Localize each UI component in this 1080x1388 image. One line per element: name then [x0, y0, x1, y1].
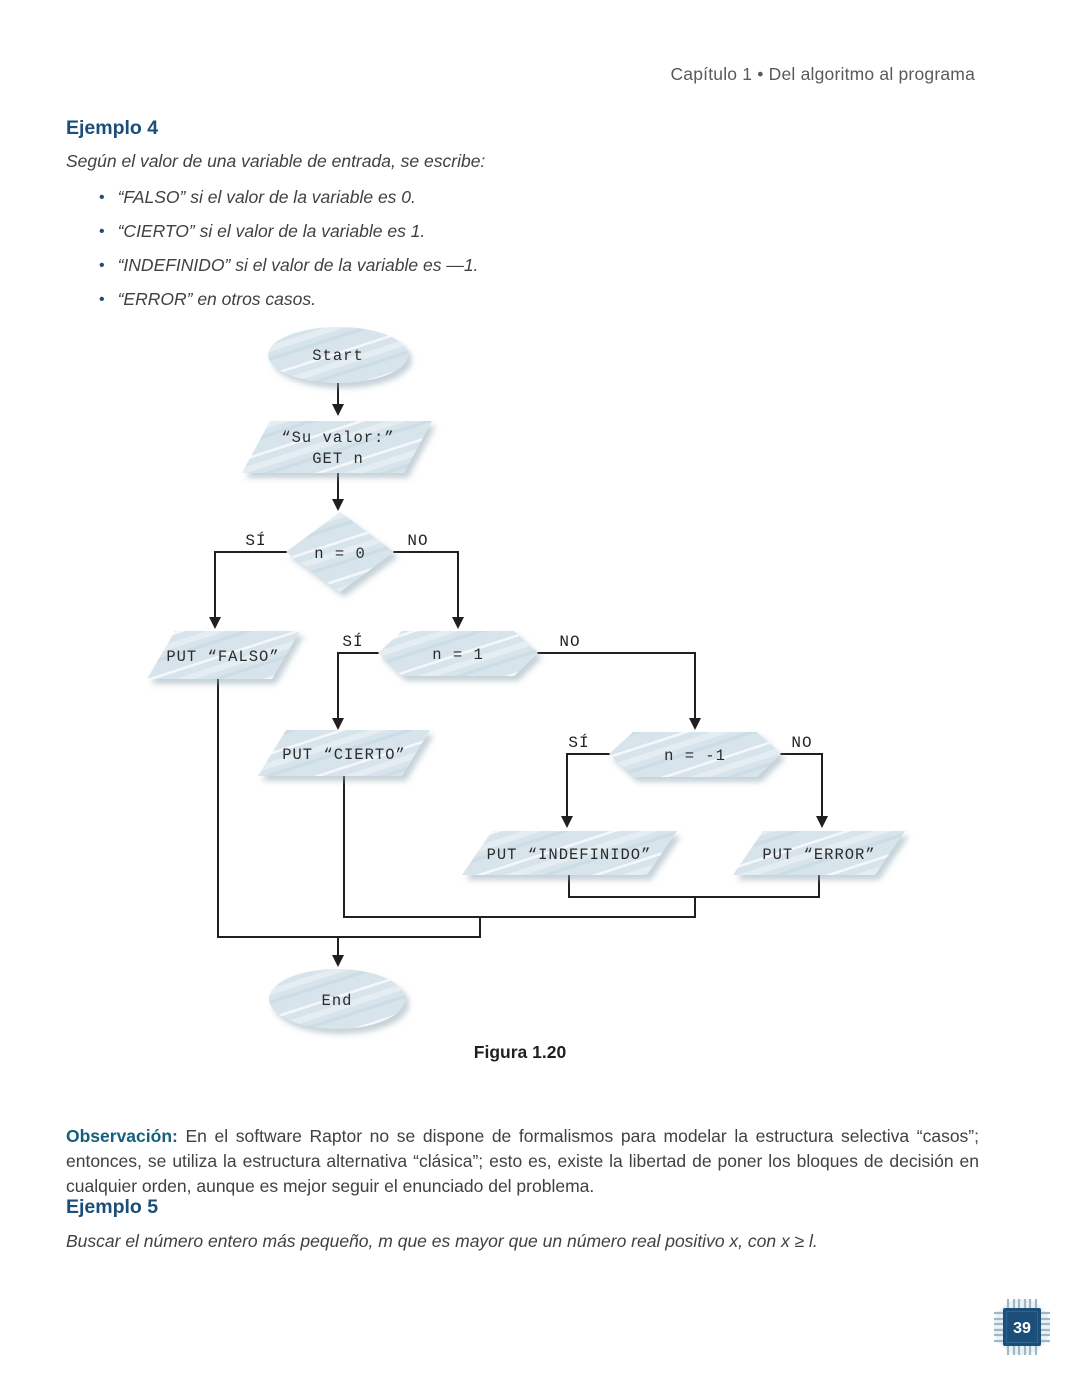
- arrow-heads: [209, 404, 828, 967]
- example5-title: Ejemplo 5: [66, 1196, 159, 1218]
- start-node: [268, 327, 408, 383]
- put-indefinido-label: PUT “INDEFINIDO”: [487, 846, 652, 864]
- no-branch-label: NO: [559, 633, 580, 651]
- arrow-icon: [332, 955, 344, 967]
- bullet-text: “INDEFINIDO” si el valor de la variable …: [117, 254, 479, 275]
- bullet-icon: •: [99, 189, 105, 206]
- decision-n-equals-1: [378, 631, 538, 676]
- observation-paragraph: Observación: En el software Raptor no se…: [66, 1124, 979, 1199]
- yes-branch-label: SÍ: [245, 531, 266, 550]
- example4-bullet-list: • “FALSO” si el valor de la variable es …: [99, 187, 478, 323]
- put-falso-node: [147, 631, 300, 679]
- list-item: • “CIERTO” si el valor de la variable es…: [99, 221, 478, 243]
- yes-branch-label: SÍ: [568, 733, 589, 752]
- no-branch-label: NO: [791, 734, 812, 752]
- put-falso-label: PUT “FALSO”: [166, 648, 279, 666]
- bullet-icon: •: [99, 290, 105, 308]
- list-item: • “INDEFINIDO” si el valor de la variabl…: [99, 255, 478, 277]
- bullet-text: “CIERTO” si el valor de la variable es 1…: [117, 220, 426, 241]
- yes-branch-label: SÍ: [342, 632, 363, 651]
- page-number-chip: 39: [994, 1299, 1050, 1355]
- arrow-icon: [332, 499, 344, 511]
- put-error-label: PUT “ERROR”: [762, 846, 875, 864]
- arrow-icon: [561, 816, 573, 828]
- observation-label: Observación:: [66, 1126, 178, 1146]
- put-indefinido-node: [462, 831, 677, 875]
- put-error-node: [733, 831, 905, 875]
- arrow-icon: [332, 718, 344, 730]
- decision3-label: n = -1: [664, 747, 726, 765]
- flow-connector-lines: [214, 382, 823, 956]
- put-cierto-label: PUT “CIERTO”: [282, 746, 406, 764]
- page-number: 39: [1013, 1320, 1031, 1337]
- arrow-icon: [452, 617, 464, 629]
- chip-body: [1003, 1308, 1041, 1346]
- bullet-text: “FALSO” si el valor de la variable es 0.: [117, 187, 416, 207]
- arrow-icon: [332, 404, 344, 416]
- example4-intro: Según el valor de una variable de entrad…: [66, 151, 486, 171]
- chip-pins-icon: [994, 1299, 1050, 1355]
- decision-n-equals-0: [286, 512, 394, 592]
- end-node-label: End: [322, 992, 353, 1010]
- decision1-label: n = 0: [314, 545, 366, 563]
- arrow-icon: [816, 816, 828, 828]
- input-node-line1: “Su valor:”: [281, 429, 394, 447]
- chapter-header: Capítulo 1 • Del algoritmo al programa: [670, 64, 975, 84]
- list-item: • “FALSO” si el valor de la variable es …: [99, 187, 478, 209]
- decision-n-equals-minus1: [609, 732, 781, 777]
- example5-text: Buscar el número entero más pequeño, m q…: [66, 1231, 818, 1251]
- put-cierto-node: [258, 730, 430, 776]
- chip-inner-edge: [1006, 1311, 1038, 1343]
- arrow-icon: [209, 617, 221, 629]
- start-node-label: Start: [312, 347, 364, 365]
- bullet-icon: •: [99, 222, 105, 240]
- decision2-label: n = 1: [432, 646, 484, 664]
- figure-caption: Figura 1.20: [473, 1042, 567, 1062]
- input-node-line2: GET n: [312, 450, 364, 468]
- bullet-text: “ERROR” en otros casos.: [117, 288, 316, 309]
- arrow-icon: [689, 718, 701, 730]
- list-item: • “ERROR” en otros casos.: [99, 289, 478, 311]
- flowchart: Start “Su valor:” GET n n = 0 SÍ NO PUT …: [147, 327, 905, 1029]
- end-node: [269, 969, 405, 1029]
- example4-title: Ejemplo 4: [66, 117, 159, 139]
- input-node: [242, 421, 432, 473]
- bullet-icon: •: [99, 256, 105, 274]
- observation-text: En el software Raptor no se dispone de f…: [66, 1126, 979, 1197]
- no-branch-label: NO: [407, 532, 428, 550]
